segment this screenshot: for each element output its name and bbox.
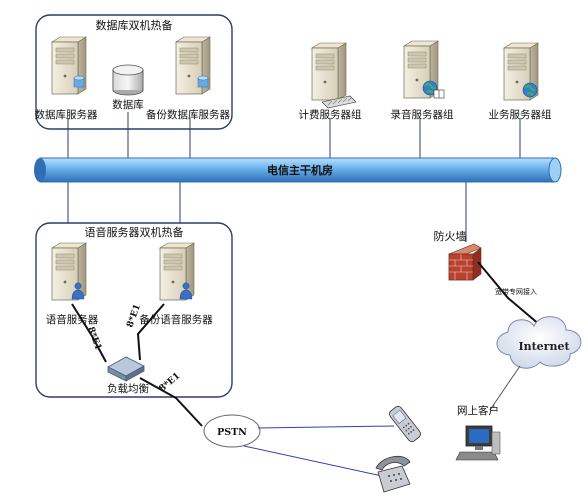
recording-servers-label: 录音服务器组 <box>391 108 454 121</box>
billing-servers-label: 计费服务器组 <box>299 108 362 121</box>
voice-server-label: 语音服务器 <box>46 313 99 326</box>
backbone-pipe <box>34 157 562 183</box>
business-servers-label: 业务服务器组 <box>489 108 552 121</box>
db-server-label: 数据库服务器 <box>35 108 98 121</box>
load-balancer-label: 负载均衡 <box>107 382 149 395</box>
firewall-icon <box>448 243 482 281</box>
firewall-internet-link <box>477 261 541 326</box>
voice-server-icon <box>50 242 88 301</box>
backup-voice-server-label: 备份语音服务器 <box>139 313 213 326</box>
backbone-connections <box>67 112 521 242</box>
backup-db-server-icon <box>174 36 212 95</box>
voice-cluster-title: 语音服务器双机热备 <box>85 225 184 239</box>
backup-voice-server-icon <box>158 242 196 301</box>
pstn-label: PSTN <box>217 427 247 438</box>
pstn-mobile-link <box>257 425 395 429</box>
pstn-node <box>203 414 261 448</box>
db-cluster-title: 数据库双机热备 <box>96 18 173 32</box>
recording-server-icon <box>402 40 445 99</box>
voice-server-e1-link <box>71 303 107 363</box>
online-customer-label: 网上客户 <box>457 404 499 417</box>
load-balancer-icon <box>107 356 145 382</box>
database-cylinder-icon <box>112 64 144 96</box>
internet-cloud-icon <box>496 316 582 369</box>
isp-line-label: 宽带专网接入 <box>495 287 537 296</box>
database-label: 数据库 <box>112 98 144 111</box>
pstn-e1-link <box>139 377 203 427</box>
internet-customer-link <box>489 365 521 411</box>
backup-voice-e1-link <box>136 303 165 361</box>
business-server-icon <box>502 42 540 101</box>
backup-db-server-label: 备份数据库服务器 <box>146 108 230 121</box>
billing-server-icon <box>310 42 357 109</box>
desk-phone-icon <box>375 455 411 493</box>
firewall-label: 防火墙 <box>434 229 467 243</box>
db-server-icon <box>50 36 88 95</box>
mobile-phone-icon <box>389 405 421 443</box>
backbone-label: 电信主干机房 <box>267 163 333 177</box>
internet-label: Internet <box>518 340 570 353</box>
customer-pc-icon <box>455 425 501 461</box>
pstn-desk-phone-link <box>243 445 383 477</box>
